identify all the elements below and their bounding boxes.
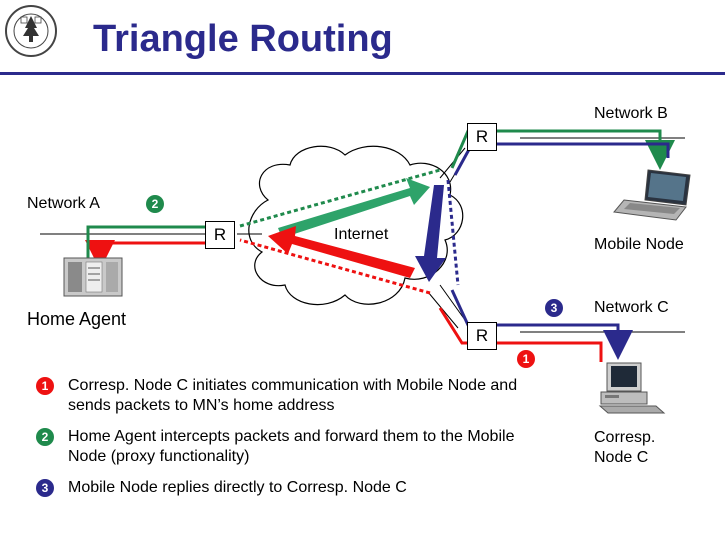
red-dotted-internet [239,238,431,295]
step-number: 3 [36,479,54,497]
red-big-arrow [268,226,415,278]
blue-big-arrow [415,185,446,282]
blue-path-c [450,289,633,360]
green-path-b [450,129,675,170]
title-divider [0,72,725,75]
steps-list: 1 Corresp. Node C initiates communicatio… [36,376,556,509]
router-a: R [205,221,235,249]
corresp-node-desktop-icon [598,362,666,414]
router-b: R [467,123,497,151]
step-item: 1 Corresp. Node C initiates communicatio… [36,376,556,416]
step-item: 3 Mobile Node replies directly to Corres… [36,478,556,498]
internet-label: Internet [334,226,389,243]
step-text: Home Agent intercepts packets and forwar… [68,428,515,465]
blue-path-b [453,142,670,176]
network-a-label: Network A [27,195,100,212]
network-b-label: Network B [594,105,668,122]
step-item: 2 Home Agent intercepts packets and forw… [36,427,556,467]
step-number: 2 [36,428,54,446]
blue-dotted-internet [446,179,460,286]
badge-2: 2 [146,195,164,213]
university-seal-icon [5,5,57,57]
badge-1: 1 [517,350,535,368]
badge-3: 3 [545,299,563,317]
red-path-a [85,240,205,270]
red-path-c [438,307,603,362]
page-title: Triangle Routing [93,18,393,60]
mobile-node-laptop-icon [613,169,691,221]
university-logo [4,4,58,58]
step-text: Mobile Node replies directly to Corresp.… [68,479,407,496]
home-agent-label: Home Agent [27,309,127,329]
router-b-link [439,147,466,179]
corresp-label-line2: Node C [594,449,649,466]
corresp-label-line1: Corresp. [594,429,656,446]
green-big-arrow [278,178,430,238]
router-c-link [439,284,466,321]
mobile-node-label: Mobile Node [594,236,684,253]
network-c-label: Network C [594,299,669,316]
home-agent-server-icon [63,257,123,297]
router-c: R [467,322,497,350]
step-text: Corresp. Node C initiates communication … [68,377,518,414]
step-number: 1 [36,377,54,395]
green-path-a [86,225,205,258]
